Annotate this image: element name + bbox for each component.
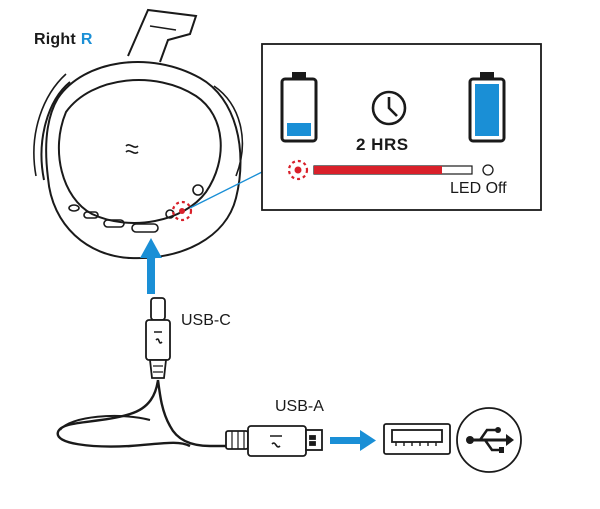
side-letter: R [80, 31, 93, 48]
insert-arrow-right [330, 430, 376, 451]
usb-cable [56, 379, 226, 448]
usb-a-label: USB-A [275, 398, 324, 415]
headband [127, 8, 198, 63]
charge-progress-bar [313, 165, 473, 175]
usb-a-plug [225, 425, 323, 457]
battery-low-icon [280, 72, 318, 143]
earcup-outer [45, 61, 242, 260]
brand-mark-icon [125, 144, 139, 154]
insert-arrow-up [140, 238, 162, 294]
usb-c-label: USB-C [181, 312, 231, 329]
charge-time-label: 2 HRS [356, 135, 409, 154]
earcup-controls [68, 184, 204, 233]
earcup-led-icon [171, 200, 193, 222]
callout-line [189, 171, 263, 209]
earcup-face [57, 79, 222, 224]
led-off-label: LED Off [450, 180, 507, 197]
battery-full-icon [468, 72, 506, 143]
charge-status-panel [261, 43, 542, 211]
usb-c-plug [145, 297, 171, 379]
clock-icon [371, 90, 407, 126]
usb-symbol-icon [456, 407, 522, 473]
side-text: Right [34, 31, 76, 48]
led-off-icon [482, 164, 494, 176]
led-red-icon [287, 159, 309, 181]
usb-port-icon [383, 423, 451, 455]
